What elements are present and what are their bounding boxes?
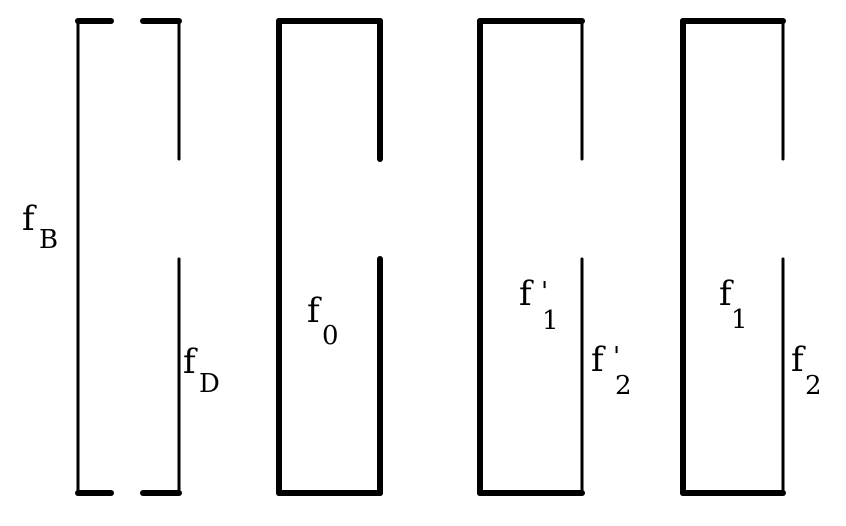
- label-f1-prime: f ' 1: [519, 274, 559, 336]
- label-f2p-sub: 2: [615, 371, 632, 401]
- panel-box-f1-f2: [680, 18, 786, 496]
- label-f0: f 0: [307, 291, 339, 351]
- panel-box-f1p-f2p: [477, 18, 585, 496]
- label-fB: f B: [22, 199, 58, 255]
- label-f0-sub: 0: [322, 321, 339, 351]
- label-fD-sub: D: [199, 369, 220, 399]
- label-fB-base: f: [22, 199, 37, 239]
- label-f1: f 1: [719, 274, 748, 335]
- label-f1-base: f: [719, 274, 734, 314]
- label-f2p-base: f: [591, 340, 606, 380]
- label-f2-sub: 2: [805, 371, 822, 401]
- panel-bracket-fB-fD: [75, 18, 182, 496]
- label-fD-base: f: [183, 342, 198, 382]
- label-f2-prime: f ' 2: [591, 340, 632, 401]
- label-f2: f 2: [791, 340, 822, 401]
- label-f1p-sub: 1: [542, 306, 559, 336]
- label-f0-base: f: [307, 291, 322, 331]
- label-f2-base: f: [791, 340, 806, 380]
- label-f1p-prime: ': [541, 277, 548, 307]
- panel-box-f0: [276, 18, 383, 496]
- label-fD: f D: [183, 342, 220, 399]
- label-f2p-prime: ': [613, 342, 620, 372]
- label-f1p-base: f: [519, 274, 534, 314]
- label-fB-sub: B: [39, 225, 58, 255]
- label-f1-sub: 1: [731, 305, 748, 335]
